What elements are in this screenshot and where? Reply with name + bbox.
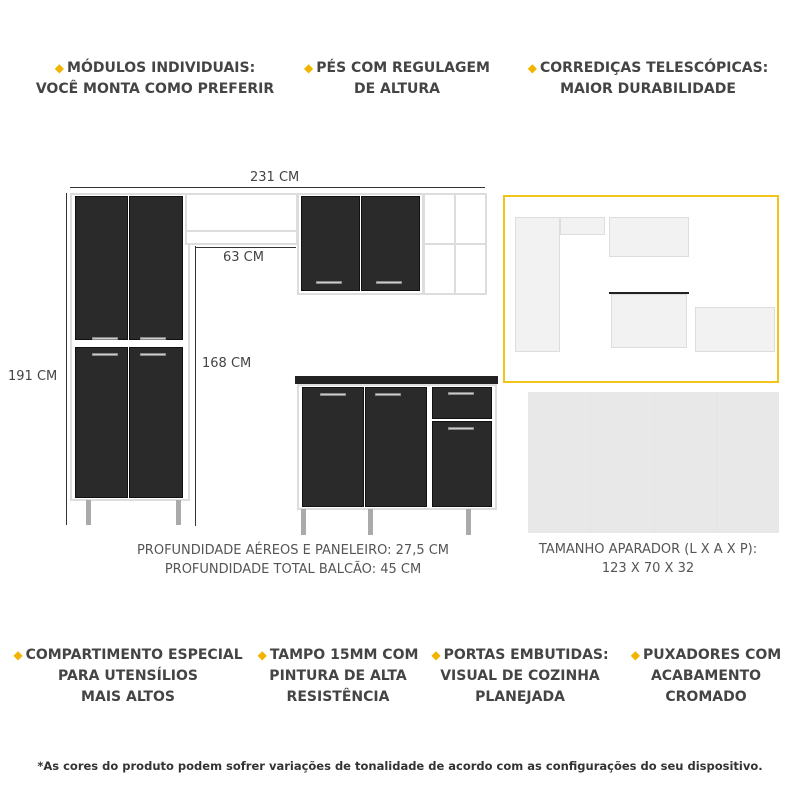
feature-line: PINTURA DE ALTA [269, 668, 407, 684]
pantry-height-label: 168 CM [202, 356, 252, 371]
feature-line: MAIS ALTOS [81, 689, 175, 705]
width-label: 231 CM [250, 170, 300, 185]
height-dimension-line [66, 193, 67, 525]
feature-line: PLANEJADA [475, 689, 565, 705]
depth-note: PROFUNDIDADE TOTAL BALCÃO: 45 CM [164, 562, 422, 577]
diamond-icon: ◆ [54, 61, 65, 75]
feature-line: RESISTÊNCIA [286, 689, 390, 705]
sideboard-size-label: TAMANHO APARADOR (L X A X P): [538, 542, 758, 557]
gap-label: 63 CM [223, 250, 264, 265]
diamond-icon: ◆ [630, 648, 641, 662]
diamond-icon: ◆ [527, 61, 537, 75]
feature-line: ACABAMENTO [650, 668, 762, 684]
feature-line: COMPARTIMENTO ESPECIAL [25, 647, 243, 663]
diamond-icon: ◆ [431, 648, 441, 662]
feature-line: PARA UTENSÍLIOS [58, 668, 198, 684]
feature-line: VISUAL DE COZINHA [440, 668, 600, 684]
depth-notes: PROFUNDIDADE AÉREOS E PANELEIRO: 27,5 CM… [137, 541, 449, 579]
feature-top: ◆TAMPO 15MM COM PINTURA DE ALTA RESISTÊNCI… [258, 645, 419, 708]
feature-line: DE ALTURA [353, 81, 441, 97]
diamond-icon: ◆ [13, 648, 23, 662]
height-label: 191 CM [8, 369, 58, 384]
feature-line: CORREDIÇAS TELESCÓPICAS: [539, 60, 769, 76]
feature-line: MÓDULOS INDIVIDUAIS: [67, 60, 256, 76]
feature-feet: ◆PÉS COM REGULAGEM DE ALTURA [304, 58, 490, 100]
width-dimension-line [70, 187, 485, 188]
depth-note: PROFUNDIDADE AÉREOS E PANELEIRO: 27,5 CM [136, 543, 450, 558]
pantry-dimension-line [195, 246, 196, 526]
feature-handles: ◆PUXADORES COM ACABAMENTO CROMADO [631, 645, 781, 708]
feature-line: MAIOR DURABILIDADE [560, 81, 736, 97]
feature-doors: ◆PORTAS EMBUTIDAS: VISUAL DE COZINHA PLANE… [431, 645, 608, 708]
feature-line: CROMADO [665, 689, 747, 705]
sideboard-image [528, 392, 779, 533]
feature-compartment: ◆COMPARTIMENTO ESPECIAL PARA UTENSÍLIOS MA… [13, 645, 242, 708]
diamond-icon: ◆ [257, 648, 267, 662]
sideboard-size-value: 123 X 70 X 32 [601, 561, 695, 576]
feature-line: PUXADORES COM [643, 647, 782, 663]
feature-modules: ◆MÓDULOS INDIVIDUAIS: VOCÊ MONTA COMO PRE… [36, 58, 274, 100]
footnote: *As cores do produto podem sofrer variaç… [37, 759, 763, 773]
feature-line: VOCÊ MONTA COMO PREFERIR [35, 81, 275, 97]
gap-dimension-line [196, 247, 296, 248]
feature-slides: ◆CORREDIÇAS TELESCÓPICAS: MAIOR DURABILID… [528, 58, 769, 100]
product-photo [503, 195, 779, 383]
sideboard-size: TAMANHO APARADOR (L X A X P): 123 X 70 X … [539, 540, 757, 578]
feature-line: PORTAS EMBUTIDAS: [443, 647, 609, 663]
feature-line: PÉS COM REGULAGEM [316, 60, 490, 76]
diamond-icon: ◆ [304, 61, 314, 75]
feature-line: TAMPO 15MM COM [269, 647, 419, 663]
